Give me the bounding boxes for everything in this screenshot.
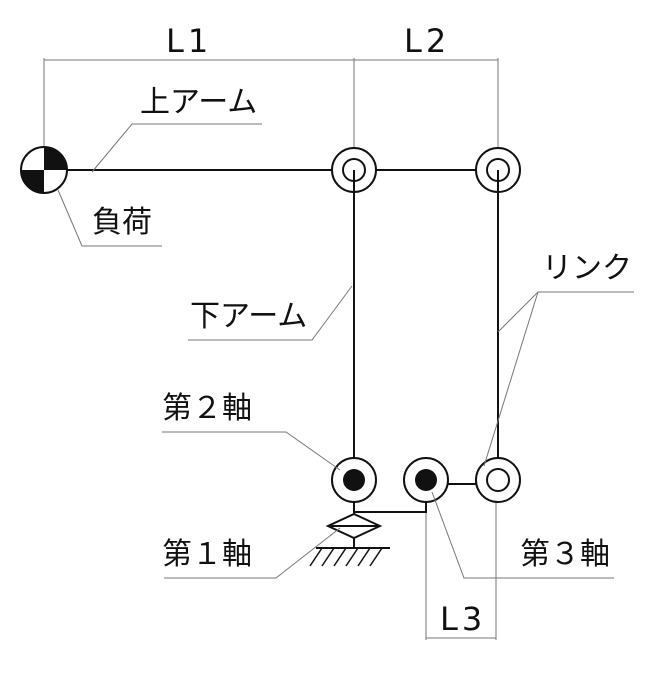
- dimension-label-l3: L3: [440, 600, 486, 638]
- load-label: 負荷: [92, 205, 152, 240]
- axis3-label: 第３軸: [520, 537, 610, 572]
- upper-arm-label: 上アーム: [140, 85, 257, 120]
- revolute-joint-icon: [403, 457, 449, 503]
- leader-lines: [57, 123, 634, 579]
- dimension-label-l1: L1: [166, 22, 212, 60]
- lower-arm-label: 下アーム: [190, 299, 307, 334]
- leader-upper-arm: [91, 123, 262, 173]
- bearing-diamond-icon: [325, 512, 383, 548]
- leader-lower-arm: [188, 285, 353, 341]
- leader-link-lower: [483, 291, 539, 467]
- leader-axis1: [164, 527, 341, 579]
- leader-load: [57, 189, 162, 247]
- ground-hatch-icon: [309, 547, 390, 567]
- axis1-label: 第１軸: [162, 537, 252, 572]
- revolute-joint-icon: [331, 457, 377, 503]
- center-of-mass-icon: [20, 146, 68, 194]
- axis2-label: 第２軸: [162, 391, 252, 426]
- leader-link-upper: [497, 291, 634, 333]
- link-label: リンク: [542, 251, 632, 286]
- dimension-label-l2: L2: [404, 22, 450, 60]
- revolute-joint-icon: [475, 457, 521, 503]
- leader-axis2: [162, 431, 341, 471]
- dimension-lines: [43, 58, 499, 640]
- leader-axis3: [431, 491, 614, 579]
